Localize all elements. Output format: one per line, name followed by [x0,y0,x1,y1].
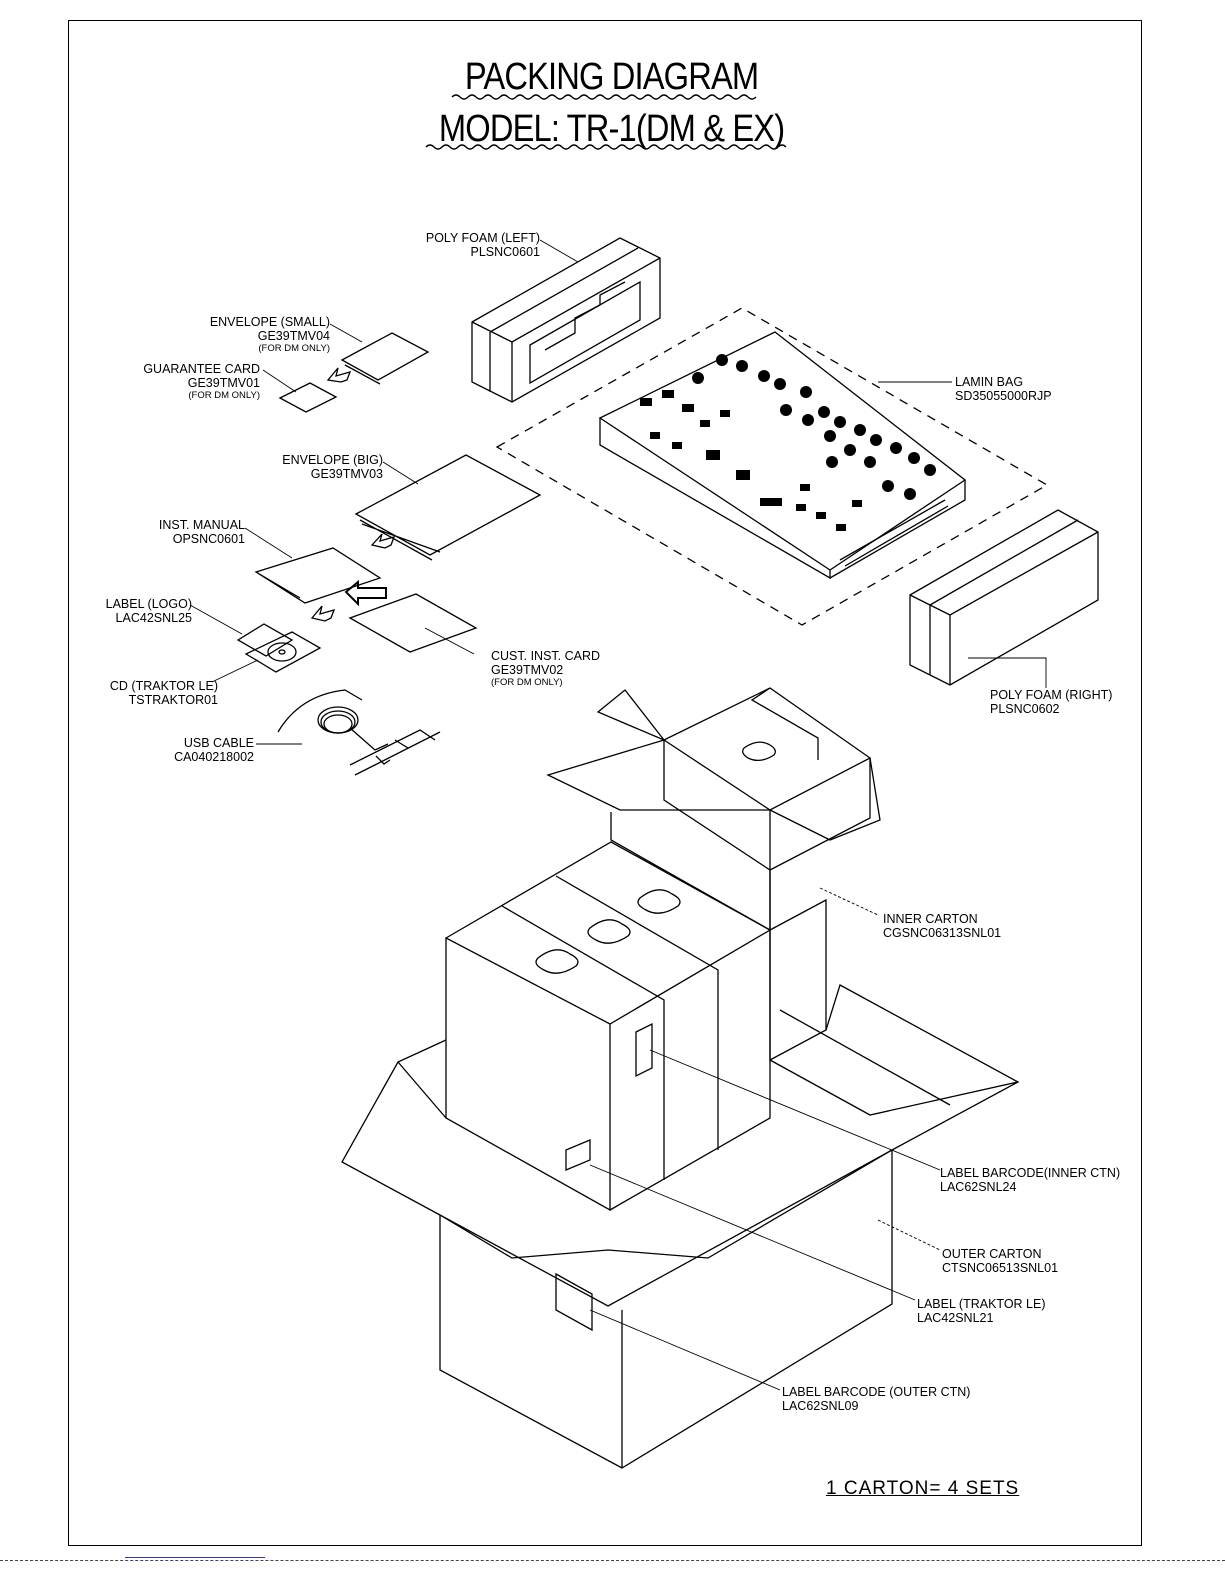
usb-cable-code: CA040218002 [174,750,254,764]
diagram-title: PACKING DIAGRAM [464,56,759,98]
envelope-small-note: (FOR DM ONLY) [258,343,330,354]
lamin-bag-code: SD35055000RJP [955,389,1052,403]
cust-inst-card-name: CUST. INST. CARD [491,649,601,663]
barcode-outer-name: LABEL BARCODE (OUTER CTN) [782,1385,971,1399]
label-inst-manual: INST. MANUAL OPSNC0601 [110,518,245,546]
outer-carton-code: CTSNC06513SNL01 [942,1261,1059,1275]
cd-disc [267,642,297,662]
label-logo-name: LABEL (LOGO) [105,597,192,611]
inst-manual-name: INST. MANUAL [158,518,245,532]
label-logo-drawing [236,623,294,657]
drawing-border [68,20,1142,1546]
inst-manual-drawing [254,547,382,604]
poly-foam-right-code: PLSNC0602 [990,702,1060,716]
cust-inst-card-note: (FOR DM ONLY) [491,677,563,688]
label-cust-inst-card: CUST. INST. CARD GE39TMV02 (FOR DM ONLY) [491,649,600,689]
inner-carton-name: INNER CARTON [883,912,978,926]
cd-traktor-code: TSTRAKTOR01 [128,693,218,707]
title-underline-1 [451,94,757,100]
inst-manual-code: OPSNC0601 [172,532,245,546]
guarantee-card-note: (FOR DM ONLY) [188,390,260,401]
outer-barcode-label [555,1272,593,1332]
label-logo-code: LAC42SNL25 [115,611,192,625]
arrow-small-2 [370,533,396,549]
cd-case-drawing [244,631,322,673]
inner-carton-drawing [546,687,881,1061]
poly-foam-right-name: POLY FOAM (RIGHT) [990,688,1113,702]
arrow-small-3 [310,605,336,622]
guarantee-card-name: GUARANTEE CARD [143,362,260,376]
barcode-inner-name: LABEL BARCODE(INNER CTN) [940,1166,1121,1180]
mixer-knobs-group [640,354,936,531]
guarantee-card-code: GE39TMV01 [187,376,260,390]
outer-carton-drawing [341,984,1020,1469]
envelope-small-drawing [340,332,430,385]
label-inner-carton: INNER CARTON CGSNC06313SNL01 [883,912,1001,940]
traktor-label-code: LAC42SNL21 [917,1311,994,1325]
envelope-big-name: ENVELOPE (BIG) [282,453,383,467]
label-poly-foam-left: POLY FOAM (LEFT) PLSNC0601 [390,231,540,259]
cd-traktor-name: CD (TRAKTOR LE) [109,679,218,693]
mixer-unit-drawing [598,331,967,580]
leader-lines [189,239,1047,1391]
envelope-small-code: GE39TMV04 [257,329,330,343]
envelope-small-name: ENVELOPE (SMALL) [209,315,330,329]
poly-foam-left-drawing [471,237,661,403]
title-underline-2 [425,144,787,150]
arrow-small-1 [326,367,352,383]
usb-cable-drawing [277,689,441,776]
cust-inst-card-code: GE39TMV02 [491,663,564,677]
guarantee-card-drawing [278,382,338,413]
barcode-outer-code: LAC62SNL09 [782,1399,859,1413]
label-guarantee-card: GUARANTEE CARD GE39TMV01 (FOR DM ONLY) [110,362,260,402]
label-label-logo: LABEL (LOGO) LAC42SNL25 [60,597,192,625]
label-barcode-outer: LABEL BARCODE (OUTER CTN) LAC62SNL09 [782,1385,970,1413]
poly-foam-left-name: POLY FOAM (LEFT) [425,231,540,245]
label-envelope-big: ENVELOPE (BIG) GE39TMV03 [230,453,383,481]
inner-barcode-label [635,1022,653,1078]
inner-carton-code: CGSNC06313SNL01 [883,926,1002,940]
arrow-big [344,579,387,607]
label-barcode-inner: LABEL BARCODE(INNER CTN) LAC62SNL24 [940,1166,1120,1194]
bottom-blue-rule [125,1557,265,1558]
cust-inst-card-drawing [348,593,478,653]
label-outer-carton: OUTER CARTON CTSNC06513SNL01 [942,1247,1058,1275]
label-usb-cable: USB CABLE CA040218002 [120,736,254,764]
bottom-edge-dashes [0,1560,1225,1565]
lamin-bag-outline [495,307,1049,626]
inner-carton-stack [444,741,776,1212]
envelope-big-code: GE39TMV03 [310,467,383,481]
barcode-inner-code: LAC62SNL24 [940,1180,1017,1194]
label-envelope-small: ENVELOPE (SMALL) GE39TMV04 (FOR DM ONLY) [170,315,330,355]
lamin-bag-name: LAMIN BAG [955,375,1024,389]
label-traktor-le: LABEL (TRAKTOR LE) LAC42SNL21 [917,1297,1046,1325]
envelope-big-drawing [354,454,542,561]
traktor-label-name: LABEL (TRAKTOR LE) [917,1297,1046,1311]
label-lamin-bag: LAMIN BAG SD35055000RJP [955,375,1052,403]
traktor-label-rect [565,1139,591,1171]
model-title: MODEL: TR-1(DM & EX) [438,108,785,150]
poly-foam-left-code: PLSNC0601 [470,245,541,259]
label-poly-foam-right: POLY FOAM (RIGHT) PLSNC0602 [990,688,1112,716]
poly-foam-right-drawing [909,509,1099,686]
carton-quantity-note: 1 CARTON= 4 SETS [826,1478,1020,1499]
usb-cable-name: USB CABLE [183,736,254,750]
label-cd-traktor: CD (TRAKTOR LE) TSTRAKTOR01 [80,679,218,707]
outer-carton-name: OUTER CARTON [942,1247,1042,1261]
